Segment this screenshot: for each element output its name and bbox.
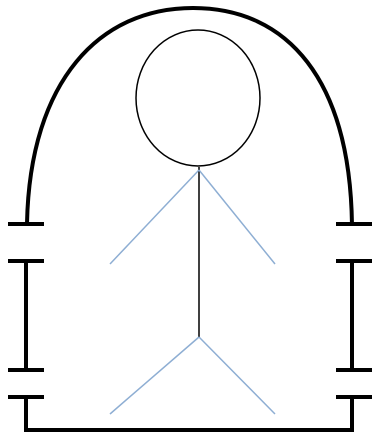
stick-figure-head <box>136 30 260 166</box>
stick-figure-right-arm <box>199 170 275 264</box>
stick-figure-right-leg <box>199 337 275 414</box>
stick-figure-left-arm <box>110 170 199 264</box>
stick-figure <box>110 30 275 414</box>
stick-figure-left-leg <box>110 337 199 414</box>
enclosure-terminal-ticks <box>8 224 372 397</box>
